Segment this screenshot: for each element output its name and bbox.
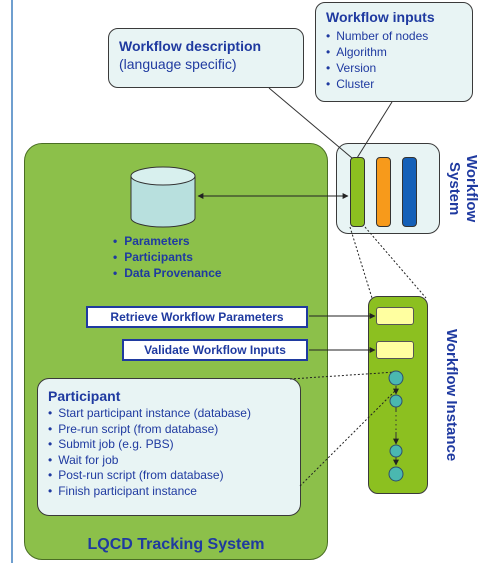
participant-zoom-line-bottom (299, 389, 397, 487)
workflow-inputs-callout: Workflow inputs Number of nodes Algorith… (315, 2, 473, 102)
list-item: Version (326, 60, 464, 76)
workflow-system-bar-blue (402, 157, 417, 227)
list-item: Algorithm (326, 44, 464, 60)
participant-zoom-line-top (289, 371, 397, 380)
list-item: Pre-run script (from database) (48, 422, 290, 438)
list-item: Participants (113, 249, 222, 265)
workflow-system-label: Workflow System (446, 155, 480, 223)
participant-title: Participant (48, 388, 121, 404)
left-rule (11, 0, 13, 563)
participant-node-chain (388, 370, 404, 482)
list-item: Finish participant instance (48, 484, 290, 500)
list-item: Parameters (113, 233, 222, 249)
workflow-description-title: Workflow description (119, 38, 262, 54)
inputs-pointer-line (356, 101, 393, 159)
participant-node (388, 466, 404, 482)
list-item: Wait for job (48, 453, 290, 469)
retrieve-workflow-parameters-box: Retrieve Workflow Parameters (86, 306, 308, 328)
list-item: Cluster (326, 76, 464, 92)
workflow-inputs-title: Workflow inputs (326, 9, 435, 25)
participant-node (389, 444, 403, 458)
workflow-inputs-list: Number of nodes Algorithm Version Cluste… (326, 28, 464, 92)
workflow-system-bar-orange (376, 157, 391, 227)
list-item: Data Provenance (113, 265, 221, 281)
zoom-line-left (349, 226, 373, 299)
database-contents-list: Parameters Participants Data Provenance (113, 233, 222, 281)
workflow-instance-label: Workflow Instance (443, 328, 460, 462)
list-item: Submit job (e.g. PBS) (48, 437, 290, 453)
workflow-description-callout: Workflow description (language specific) (108, 28, 304, 88)
participant-node (389, 394, 403, 408)
list-item: Post-run script (from database) (48, 468, 290, 484)
participant-box: Participant Start participant instance (… (37, 378, 301, 516)
database-icon (130, 166, 196, 228)
list-item: Number of nodes (326, 28, 464, 44)
workflow-instance-step-1 (376, 307, 414, 325)
validate-workflow-inputs-box: Validate Workflow Inputs (122, 339, 308, 361)
participant-node (388, 370, 404, 386)
participant-steps-list: Start participant instance (database) Pr… (48, 406, 290, 500)
list-item: Start participant instance (database) (48, 406, 290, 422)
lqcd-tracking-system-title: LQCD Tracking System (87, 536, 265, 553)
workflow-description-subtitle: (language specific) (119, 56, 237, 72)
zoom-line-right (364, 226, 427, 299)
workflow-instance-step-2 (376, 341, 414, 359)
description-pointer-line (268, 87, 353, 159)
